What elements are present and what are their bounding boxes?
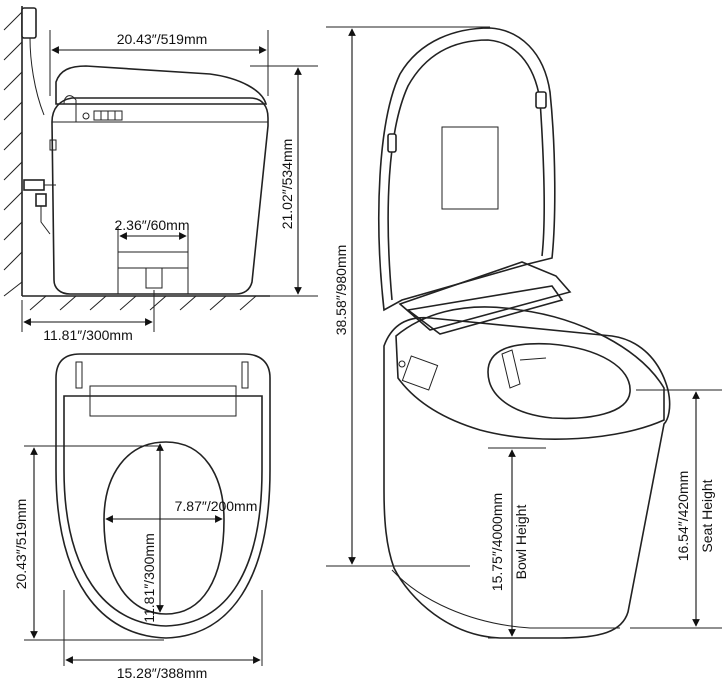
toilet-top-outline	[55, 353, 271, 639]
open-view: 38.58″/980mm 15.75″/4000mm Bowl Height 1…	[326, 26, 722, 639]
top-width-label: 15.28″/388mm	[117, 665, 208, 681]
top-length-label: 20.43″/519mm	[13, 499, 29, 590]
bowl-width-label: 7.87″/200mm	[175, 498, 258, 514]
bowl-height-dimension: 15.75″/4000mm Bowl Height	[488, 447, 546, 639]
bowl-height-label: Bowl Height	[513, 505, 529, 580]
toilet-open-outline	[378, 27, 671, 639]
seat-height-label: Seat Height	[699, 479, 715, 552]
rough-in-dimension: 11.81″/300mm	[21, 290, 155, 343]
bowl-height-value: 15.75″/4000mm	[489, 493, 505, 591]
seat-height-value: 16.54″/420mm	[675, 471, 691, 562]
side-height-label: 21.02″/534mm	[279, 139, 295, 230]
top-length-dimension: 20.43″/519mm	[13, 445, 164, 641]
outlet-label: 2.36″/60mm	[115, 217, 190, 233]
side-view: 20.43″/519mm 21.02″/534mm 2.36″/60mm 11.…	[3, 6, 318, 343]
side-width-label: 20.43″/519mm	[117, 31, 208, 47]
seat-height-dimension: 16.54″/420mm Seat Height	[630, 389, 722, 629]
bowl-length-label: 11.81″/300mm	[141, 533, 157, 623]
bowl-width-dimension: 7.87″/200mm	[105, 498, 258, 523]
rough-in-label: 11.81″/300mm	[43, 327, 133, 343]
total-height-label: 38.58″/980mm	[333, 245, 349, 336]
total-height-dimension: 38.58″/980mm	[326, 26, 490, 567]
top-width-dimension: 15.28″/388mm	[63, 590, 263, 681]
toilet-side-body	[49, 65, 269, 295]
floor	[22, 295, 270, 311]
wall	[3, 6, 23, 297]
water-valve	[21, 7, 56, 235]
top-view: 20.43″/519mm 15.28″/388mm 7.87″/200mm 11…	[13, 353, 271, 681]
side-width-dimension: 20.43″/519mm	[49, 30, 269, 96]
outlet-dimension: 2.36″/60mm	[115, 217, 190, 252]
side-height-dimension: 21.02″/534mm	[250, 65, 318, 297]
bowl-length-dimension: 11.81″/300mm	[141, 443, 164, 623]
